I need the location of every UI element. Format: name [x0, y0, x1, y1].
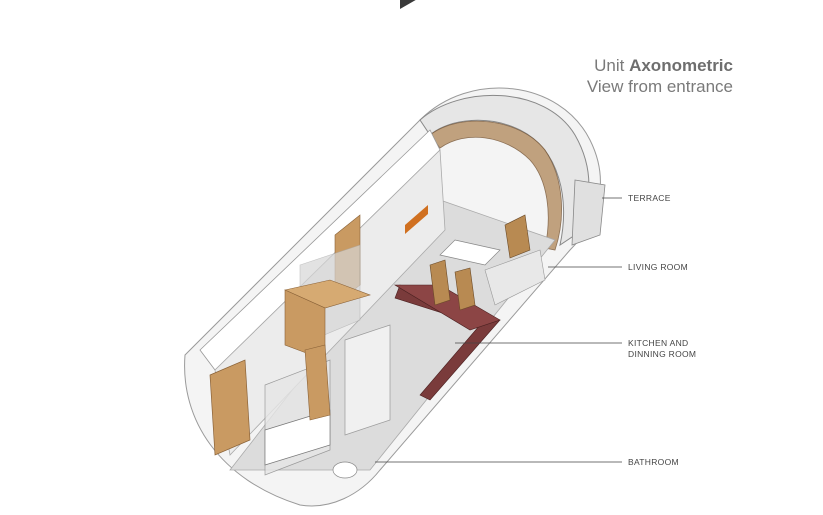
- chair-3: [504, 214, 531, 259]
- title-emphasis: Axonometric: [629, 56, 733, 75]
- toilet: [332, 461, 358, 479]
- entrance-door: [209, 359, 251, 456]
- counter-top: [393, 284, 501, 331]
- label-terrace: TERRACE: [628, 193, 671, 203]
- chair-2: [454, 267, 476, 311]
- label-kitchen-line2: DINNING ROOM: [628, 349, 697, 359]
- shower-glass: [344, 324, 391, 436]
- terrace-wood-arc: [429, 120, 562, 251]
- fireplace-glow: [405, 205, 428, 234]
- dining-table: [439, 239, 501, 266]
- label-living-room: LIVING ROOM: [628, 262, 688, 272]
- sofa: [484, 249, 546, 306]
- title-subtitle: View from entrance: [586, 77, 733, 96]
- label-bathroom: BATHROOM: [628, 457, 679, 467]
- title-prefix: Unit: [594, 56, 625, 75]
- label-kitchen: KITCHEN AND DINNING ROOM: [628, 338, 696, 360]
- chair-1: [429, 259, 451, 306]
- diagram-title: Unit Axonometric View from entrance: [587, 55, 733, 97]
- fireplace: [400, 0, 430, 10]
- vanity: [264, 409, 331, 466]
- bath-door: [304, 344, 331, 421]
- label-kitchen-line1: KITCHEN AND: [628, 338, 689, 348]
- terrace-deck: [571, 179, 606, 246]
